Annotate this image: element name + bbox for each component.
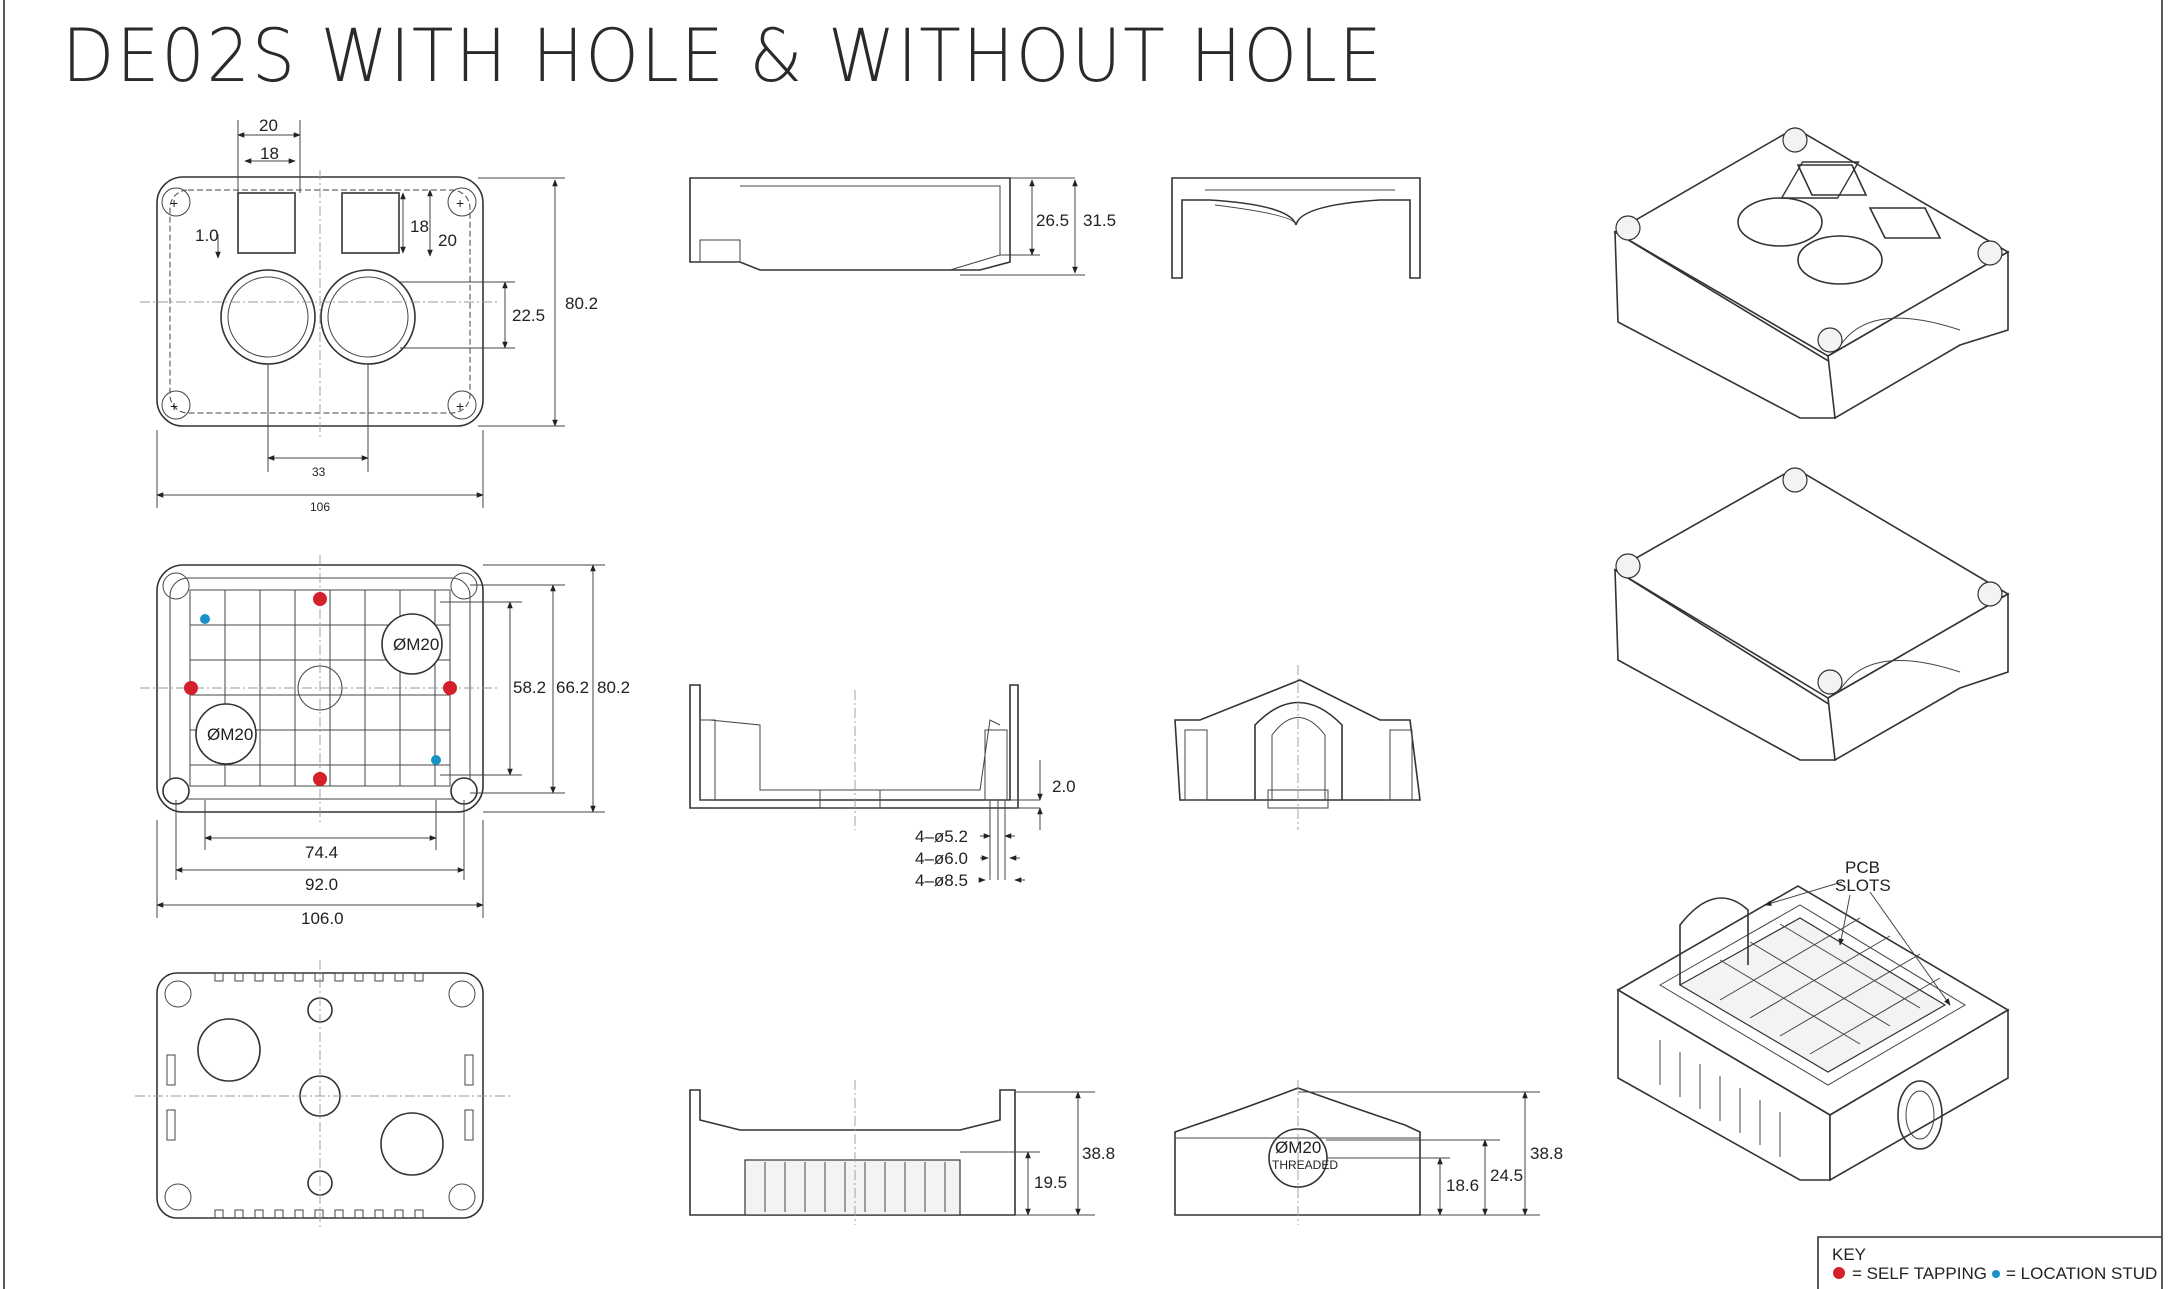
- svg-text:+: +: [170, 195, 178, 211]
- self-tapping-points: [184, 592, 457, 786]
- side-fins: [764, 1162, 946, 1212]
- key-title: KEY: [1832, 1245, 1866, 1264]
- dim-22-5: 22.5: [512, 306, 545, 325]
- base-inner-view: ØM20 ØM20: [140, 555, 630, 928]
- dim-diameter-6-0: 4–ø6.0: [915, 849, 968, 868]
- pcb-label-line2: SLOTS: [1835, 876, 1891, 895]
- iso-view-base-interior: PCB SLOTS: [1616, 858, 2010, 1182]
- base-section-end: [1174, 665, 1421, 830]
- iso-view-lid-without-hole: [1613, 467, 2010, 762]
- svg-text:+: +: [456, 195, 464, 211]
- label-threaded: THREADED: [1272, 1158, 1338, 1172]
- dim-diameter-5-2: 4–ø5.2: [915, 827, 968, 846]
- location-stud-points: [200, 614, 441, 765]
- dim-80-2-top: 80.2: [565, 294, 598, 313]
- corner-screw: + + + +: [161, 187, 477, 420]
- pcb-label-line1: PCB: [1845, 858, 1880, 877]
- dim-18-6: 18.6: [1446, 1176, 1479, 1195]
- dim-diameter-8-5: 4–ø8.5: [915, 871, 968, 890]
- drawing-title: DE02S WITH HOLE & WITHOUT HOLE: [62, 14, 1384, 100]
- dim-58-2: 58.2: [513, 678, 546, 697]
- base-bottom-view: [135, 960, 510, 1230]
- sheet-border: [3, 0, 2163, 1289]
- dim-26-5: 26.5: [1036, 211, 1069, 230]
- dim-18-width: 18: [260, 144, 279, 163]
- m20-hole-lower: [195, 703, 257, 765]
- iso-rib-grid: [1719, 917, 1941, 1055]
- dim-20: 20: [259, 116, 278, 135]
- button-hole-right: [320, 269, 416, 365]
- dim-66-2: 66.2: [556, 678, 589, 697]
- svg-text:+: +: [456, 398, 464, 414]
- dim-38-8-end: 38.8: [1530, 1144, 1563, 1163]
- self-tapping-marker: [1833, 1267, 1845, 1279]
- bottom-fins-top: [166, 972, 474, 1219]
- dim-24-5: 24.5: [1490, 1166, 1523, 1185]
- key-self-tapping: = SELF TAPPING: [1852, 1264, 1987, 1283]
- dim-18-height: 18: [410, 217, 429, 236]
- base-section-side: 2.0 4–ø5.2 4–ø6.0 4–ø8.5: [689, 684, 1076, 890]
- label-m20-threaded: ØM20: [1275, 1138, 1321, 1157]
- dim-106: 106: [310, 500, 330, 514]
- indicator-window-right: [341, 192, 400, 254]
- m20-hole-upper: [381, 613, 443, 675]
- button-hole-left: [220, 269, 316, 365]
- dim-92-0: 92.0: [305, 875, 338, 894]
- base-side-exterior: 38.8 19.5: [689, 1080, 1115, 1225]
- dim-33: 33: [312, 465, 326, 479]
- dim-31-5: 31.5: [1083, 211, 1116, 230]
- legend-key: KEY = SELF TAPPING = LOCATION STUD: [1817, 1236, 2162, 1289]
- base-end-exterior: ØM20 THREADED 18.6 24.5 38.8: [1174, 1080, 1563, 1225]
- dim-38-8-side: 38.8: [1082, 1144, 1115, 1163]
- key-location-stud: = LOCATION STUD: [2006, 1264, 2157, 1283]
- end-view-lid: [1171, 177, 1421, 279]
- label-m20-lower: ØM20: [207, 725, 253, 744]
- dim-80-2-inner: 80.2: [597, 678, 630, 697]
- dim-2-0: 2.0: [1052, 777, 1076, 796]
- dim-20-height: 20: [438, 231, 457, 250]
- dim-1-0: 1.0: [195, 226, 219, 245]
- dim-74-4: 74.4: [305, 843, 338, 862]
- iso-fins: [1659, 1040, 1781, 1157]
- top-view-with-holes: + + + +: [140, 116, 598, 514]
- side-view-lid: 26.5 31.5: [689, 177, 1116, 276]
- dim-19-5: 19.5: [1034, 1173, 1067, 1192]
- label-m20-upper: ØM20: [393, 635, 439, 654]
- location-stud-marker: [1992, 1270, 2000, 1278]
- svg-text:+: +: [170, 398, 178, 414]
- indicator-window-left: [237, 192, 296, 254]
- iso-view-lid-with-holes: [1613, 127, 2010, 420]
- dim-106-0: 106.0: [301, 909, 344, 928]
